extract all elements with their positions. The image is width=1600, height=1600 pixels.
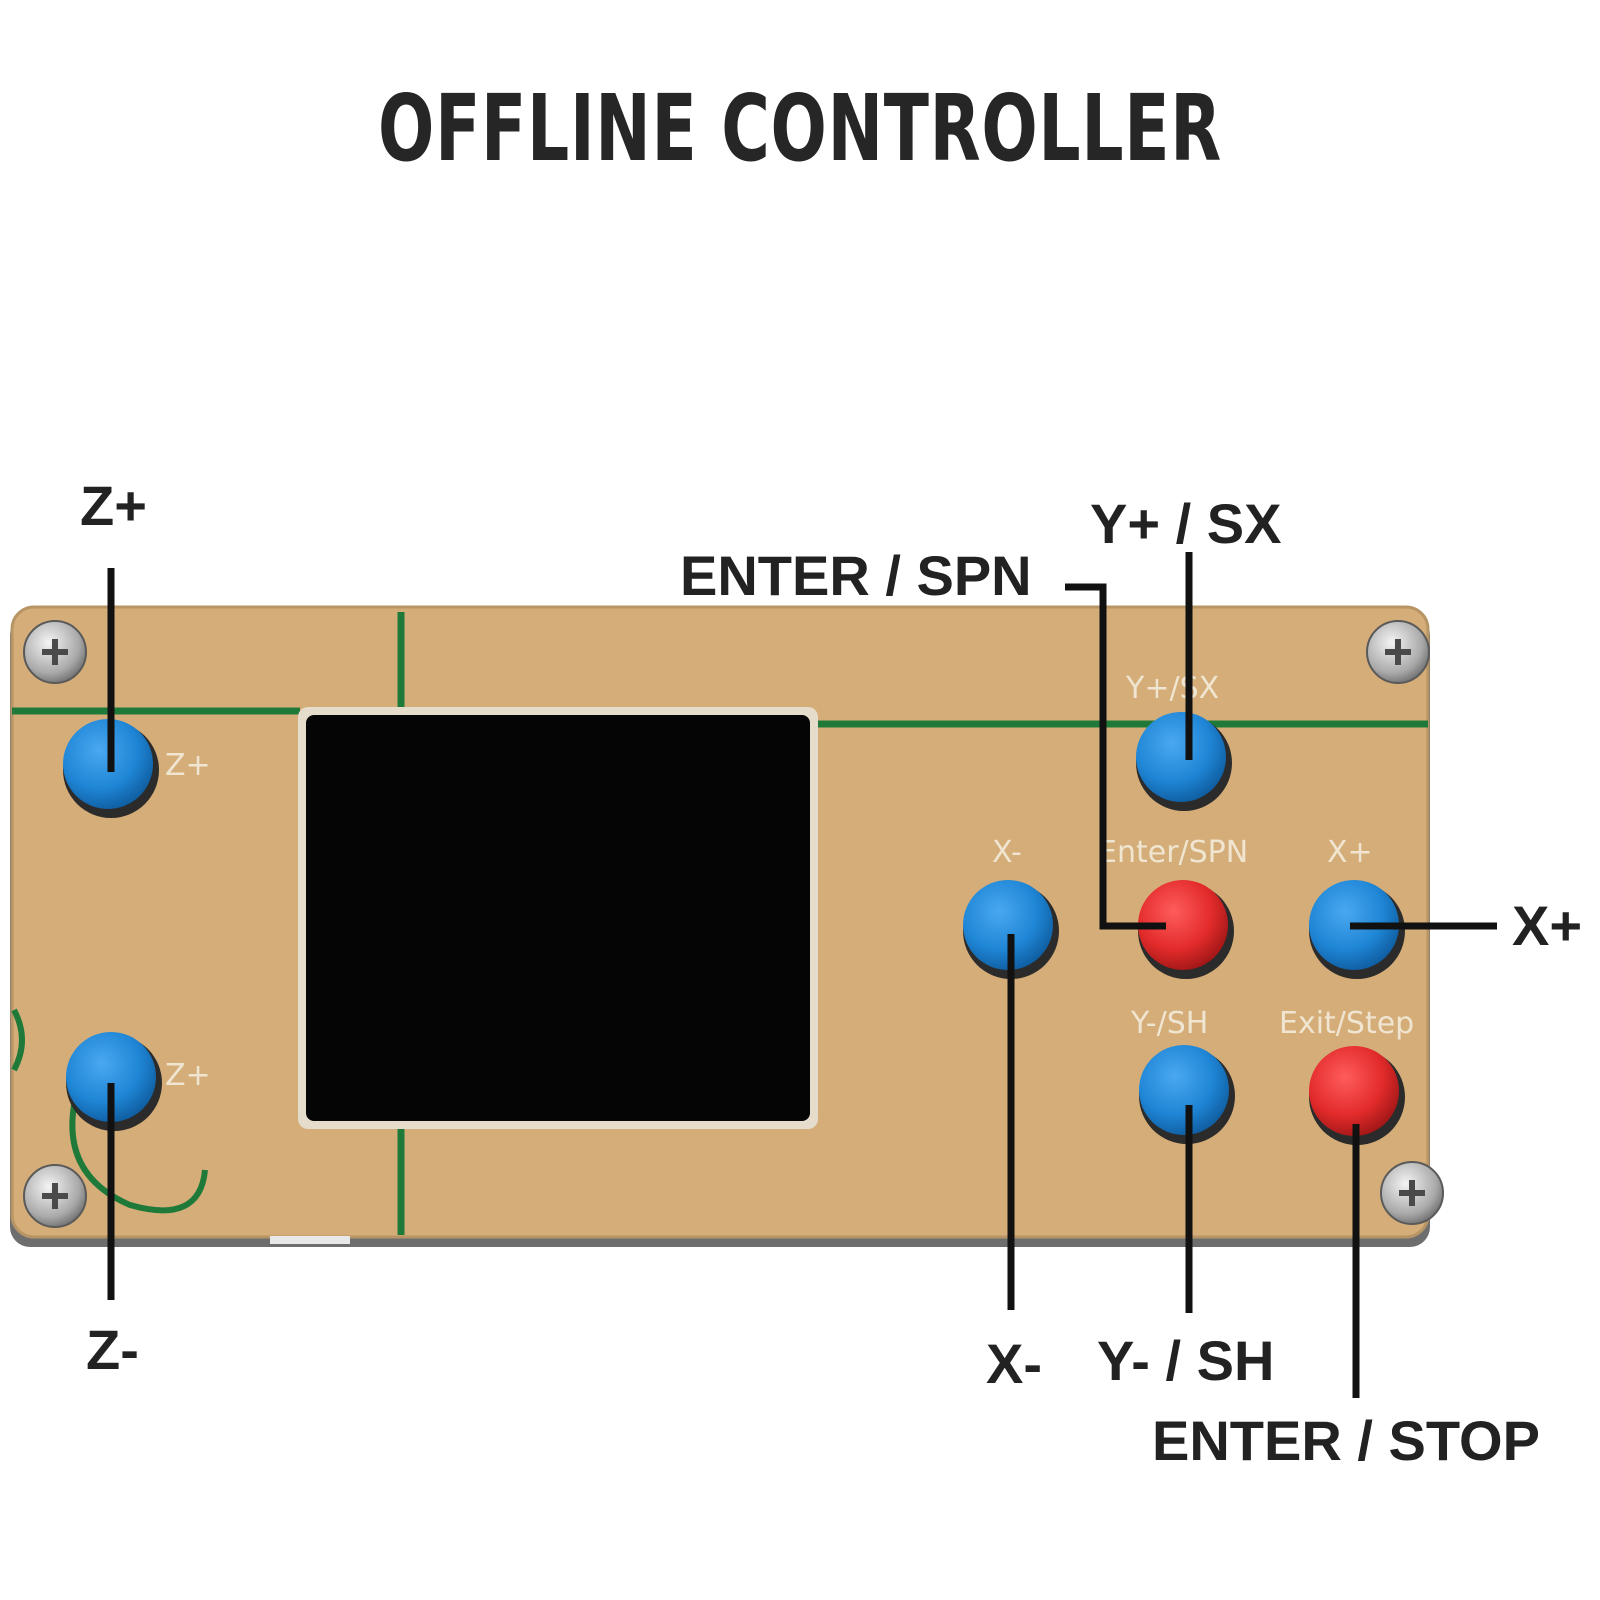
leader-line-enter (1065, 583, 1166, 930)
silk-label-z-plus: Z+ (165, 748, 211, 783)
callout-y-plus-sx: Y+ / SX (1090, 492, 1282, 555)
screw-icon (1366, 620, 1430, 684)
silk-label-y-plus: Y+/SX (1125, 671, 1219, 706)
callout-x-plus: X+ (1512, 894, 1583, 957)
silk-label-exit: Exit/Step (1279, 1006, 1414, 1041)
callout-z-plus: Z+ (80, 474, 147, 537)
silk-label-y-minus: Y-/SH (1130, 1006, 1208, 1041)
screw-icon (23, 620, 87, 684)
page-title: OFFLINE CONTROLLER (378, 75, 1222, 182)
trace-line (69, 1099, 208, 1214)
leader-lines (107, 552, 1497, 1398)
callout-x-minus: X- (986, 1332, 1042, 1395)
silk-label-x-minus: X- (992, 835, 1022, 870)
callout-y-minus-sh: Y- / SH (1097, 1329, 1275, 1392)
silk-label-enter: Enter/SPN (1098, 835, 1248, 870)
x-minus-button[interactable] (963, 880, 1059, 979)
callout-z-minus: Z- (86, 1318, 139, 1381)
exit-step-button[interactable] (1309, 1046, 1405, 1145)
screw-icon (23, 1164, 87, 1228)
callout-enter-stop: ENTER / STOP (1152, 1409, 1540, 1472)
screw-icon (1380, 1161, 1444, 1225)
enter-spn-button[interactable] (1138, 880, 1234, 979)
lcd-screen (298, 707, 818, 1129)
callout-enter-spn: ENTER / SPN (680, 544, 1032, 607)
silk-label-x-plus: X+ (1327, 835, 1373, 870)
silk-label-z-minus: Z+ (165, 1058, 211, 1093)
y-minus-sh-button[interactable] (1139, 1045, 1235, 1144)
y-plus-sx-button[interactable] (1136, 712, 1232, 811)
trace-line (11, 1008, 25, 1072)
